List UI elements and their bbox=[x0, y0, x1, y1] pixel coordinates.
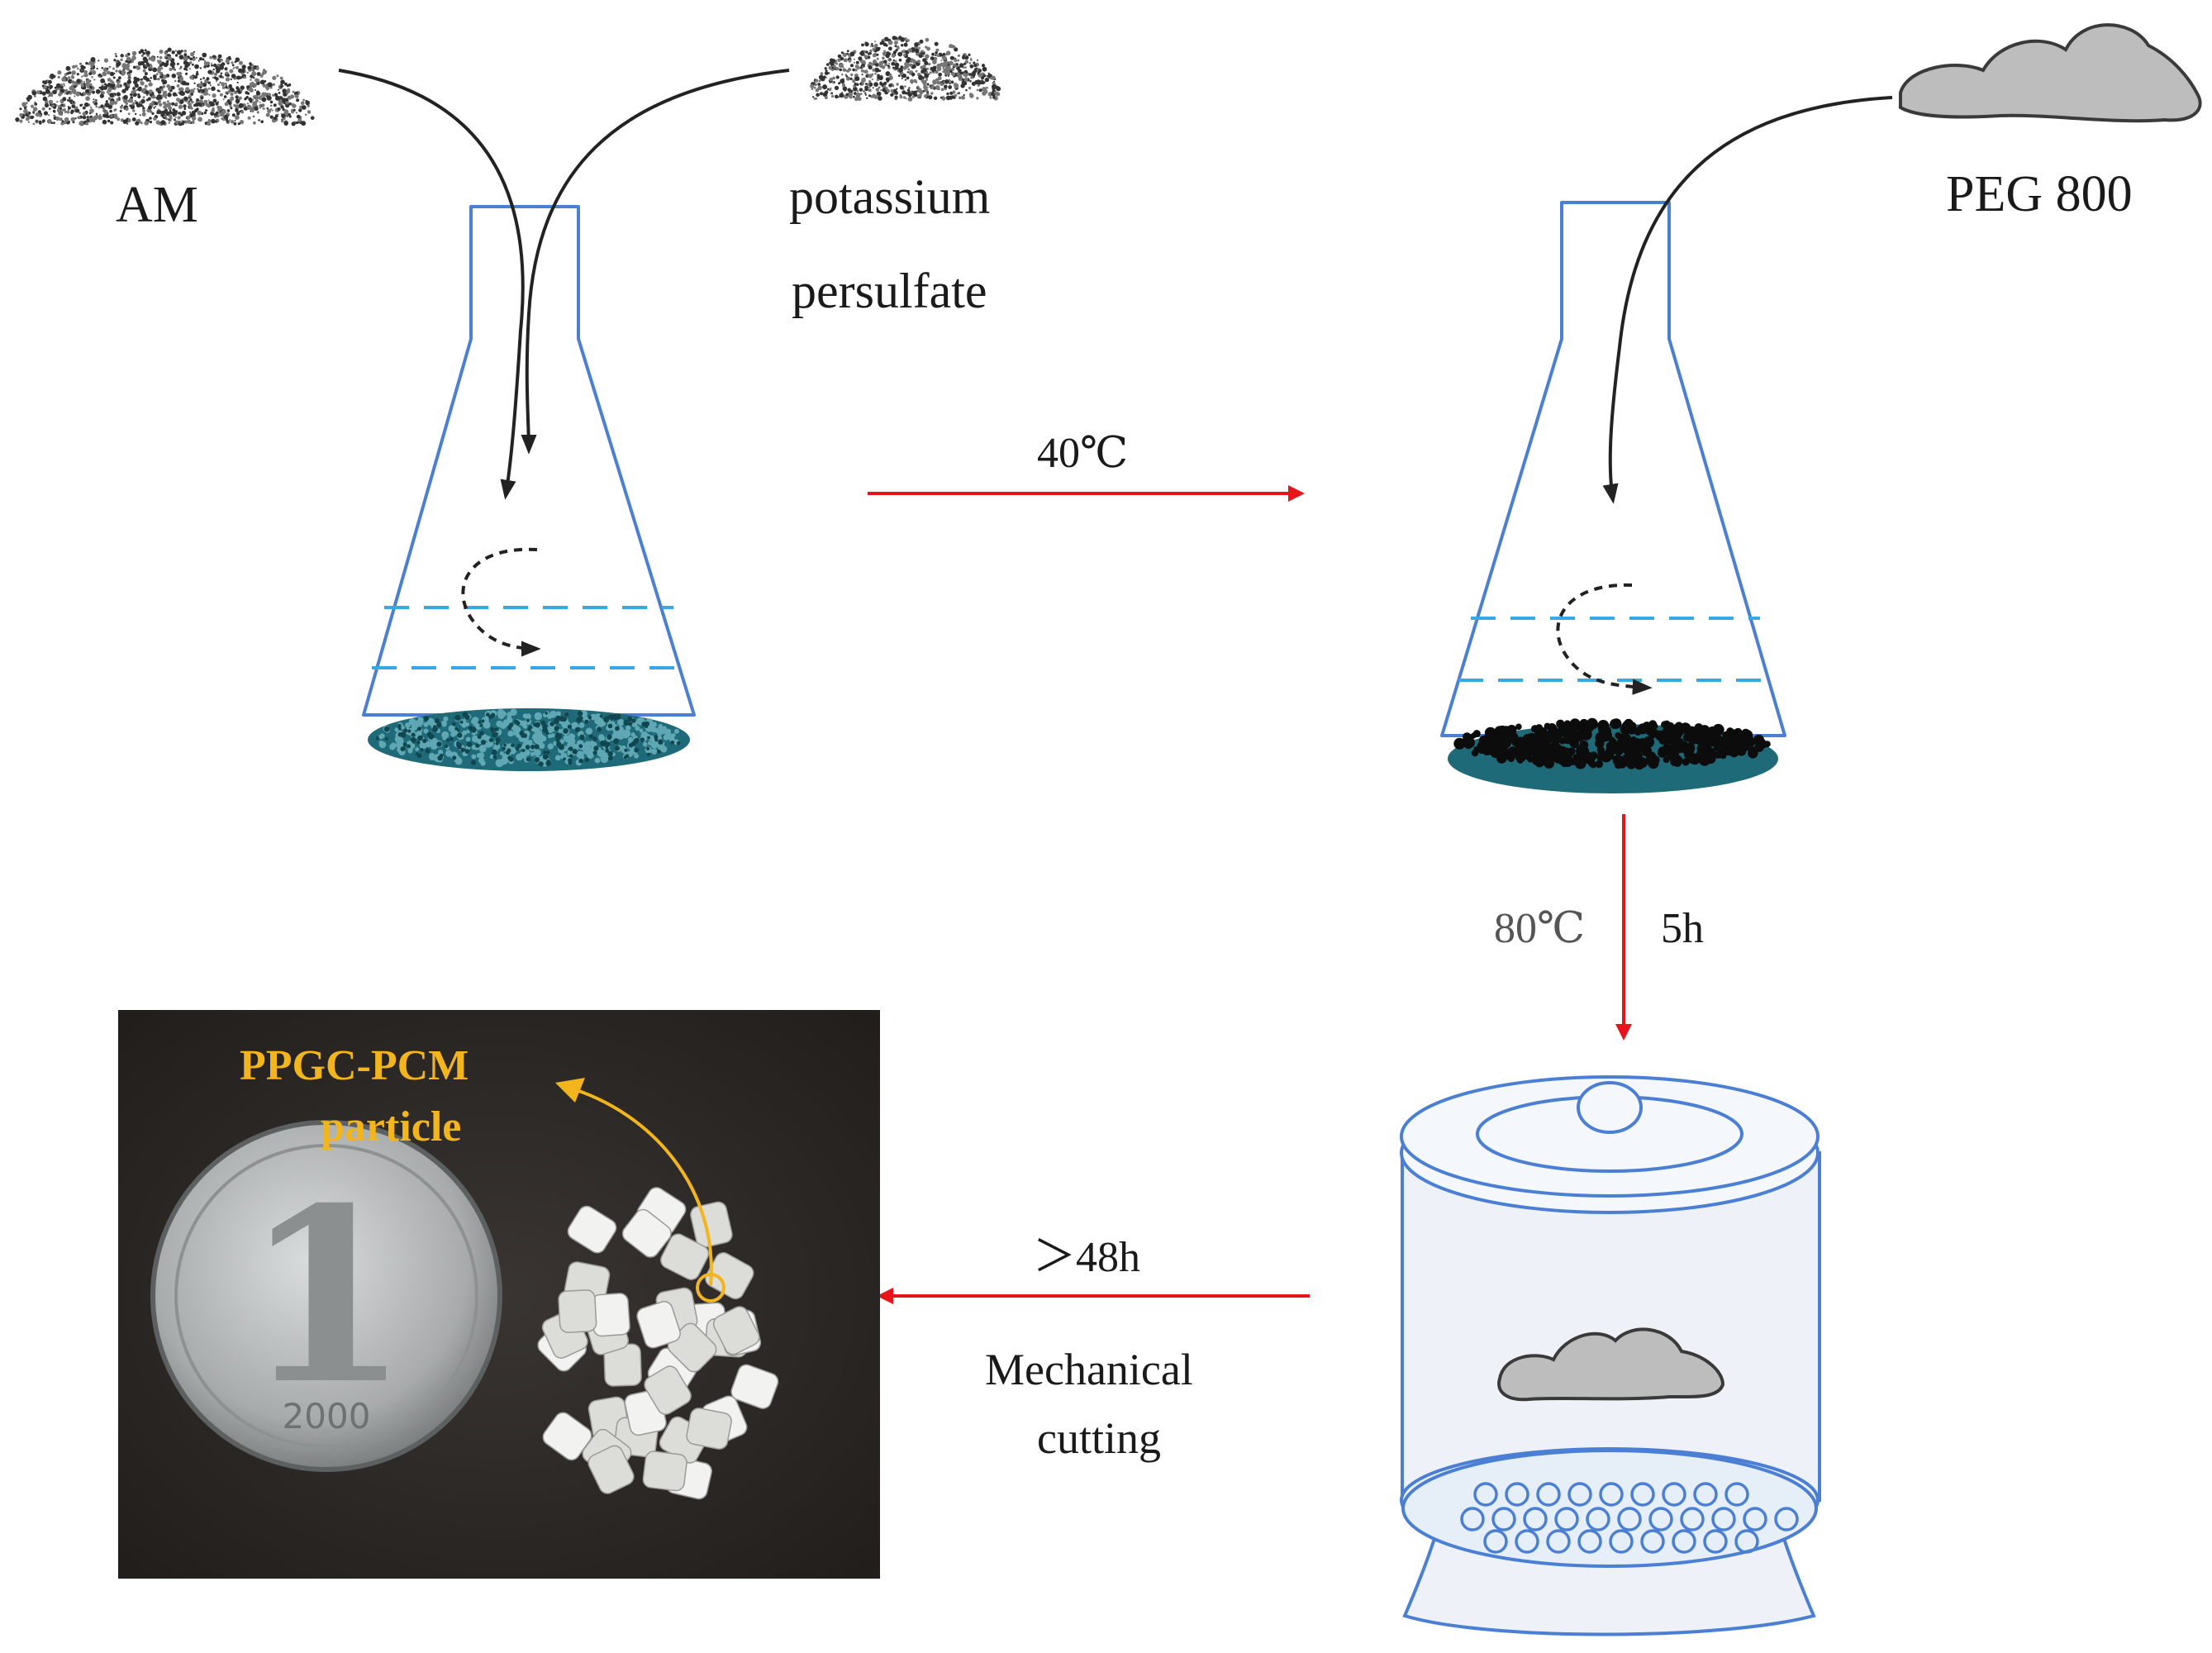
feed-arrow bbox=[521, 69, 790, 455]
stirring-arrow bbox=[1556, 583, 1653, 695]
coin-and-particles-photo: 1 2000 PPGC-PCM particle bbox=[118, 1010, 880, 1579]
am-powder-icon bbox=[15, 47, 315, 126]
step1-temperature: 40℃ bbox=[1037, 430, 1128, 477]
potassium-label: potassium bbox=[789, 169, 990, 224]
coin-numeral: 1 bbox=[243, 1156, 410, 1437]
lid-knob bbox=[1577, 1081, 1643, 1134]
step3-mechanical-label: Mechanical bbox=[985, 1345, 1193, 1394]
persulfate-label: persulfate bbox=[792, 264, 987, 318]
peg-lump-icon bbox=[1497, 1327, 1725, 1402]
photo-pointer-circle bbox=[696, 1273, 725, 1303]
peg-lump-icon bbox=[1899, 23, 2202, 123]
photo-label-line1: PPGC-PCM bbox=[240, 1042, 469, 1089]
feed-arrow bbox=[338, 69, 525, 500]
am-label: AM bbox=[116, 177, 198, 233]
photo-label-line2: particle bbox=[321, 1103, 461, 1150]
photo-pointer-arrowhead bbox=[555, 1078, 585, 1103]
step2-temperature: 80℃ bbox=[1494, 905, 1585, 952]
pcm-particles bbox=[537, 1187, 779, 1500]
feed-arrow bbox=[1602, 96, 1893, 504]
sediment-particles bbox=[375, 708, 681, 768]
coin-year: 2000 bbox=[283, 1396, 371, 1436]
stirring-arrow bbox=[461, 547, 541, 657]
sediment-particles bbox=[1453, 717, 1771, 770]
perforated-tray bbox=[1460, 1482, 1799, 1554]
oven-container-icon bbox=[1400, 1075, 1821, 1636]
step2-time: 5h bbox=[1661, 905, 1704, 952]
erlenmeyer-flask-icon bbox=[1440, 201, 1786, 793]
photo-pointer-arrow bbox=[565, 1085, 713, 1286]
erlenmeyer-flask-icon bbox=[362, 205, 696, 771]
peg-label: PEG 800 bbox=[1946, 166, 2133, 222]
persulfate-powder-icon bbox=[810, 36, 1001, 102]
coin-icon bbox=[150, 1120, 502, 1472]
step3-time: ＞48h bbox=[1033, 1234, 1140, 1281]
step3-cutting-label: cutting bbox=[1037, 1413, 1161, 1463]
